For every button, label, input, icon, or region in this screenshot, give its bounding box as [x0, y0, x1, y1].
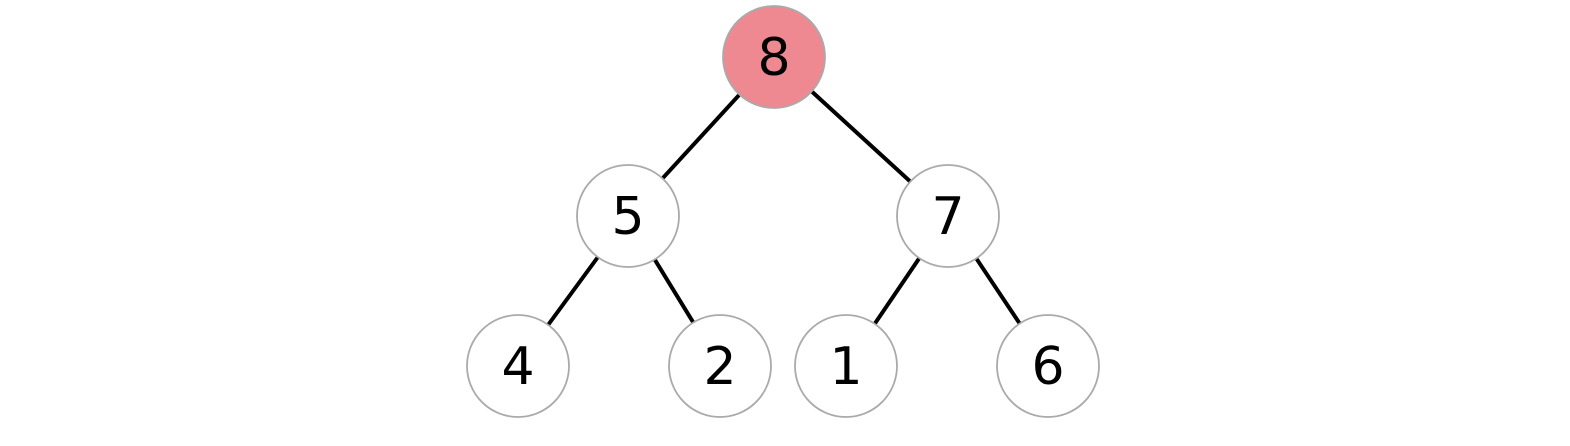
tree-edge-5-2	[652, 258, 696, 324]
node-circle-5[interactable]	[576, 164, 680, 268]
tree-node-5[interactable]: 5	[576, 164, 680, 268]
node-label-2: 2	[703, 337, 736, 397]
tree-edge-layer	[546, 89, 1022, 327]
node-label-5: 5	[611, 187, 644, 247]
node-circle-8[interactable]	[722, 5, 826, 109]
tree-node-layer: 8 5 7 4 2 1 6	[466, 5, 1100, 418]
node-label-4: 4	[501, 337, 534, 397]
node-circle-2[interactable]	[668, 314, 772, 418]
node-label-1: 1	[829, 337, 862, 397]
tree-edge-8-7	[810, 89, 912, 184]
tree-node-7[interactable]: 7	[896, 164, 1000, 268]
tree-edge-7-1	[873, 257, 921, 325]
tree-node-6[interactable]: 6	[996, 314, 1100, 418]
tree-node-2[interactable]: 2	[668, 314, 772, 418]
tree-edge-8-5	[661, 93, 741, 180]
node-label-8: 8	[757, 28, 790, 88]
tree-node-4[interactable]: 4	[466, 314, 570, 418]
node-circle-7[interactable]	[896, 164, 1000, 268]
node-circle-1[interactable]	[794, 314, 898, 418]
tree-node-8[interactable]: 8	[722, 5, 826, 109]
tree-edge-7-6	[974, 257, 1022, 325]
node-circle-4[interactable]	[466, 314, 570, 418]
tree-edge-5-4	[546, 255, 600, 327]
tree-node-1[interactable]: 1	[794, 314, 898, 418]
node-label-6: 6	[1031, 337, 1064, 397]
node-circle-6[interactable]	[996, 314, 1100, 418]
node-label-7: 7	[931, 187, 964, 247]
